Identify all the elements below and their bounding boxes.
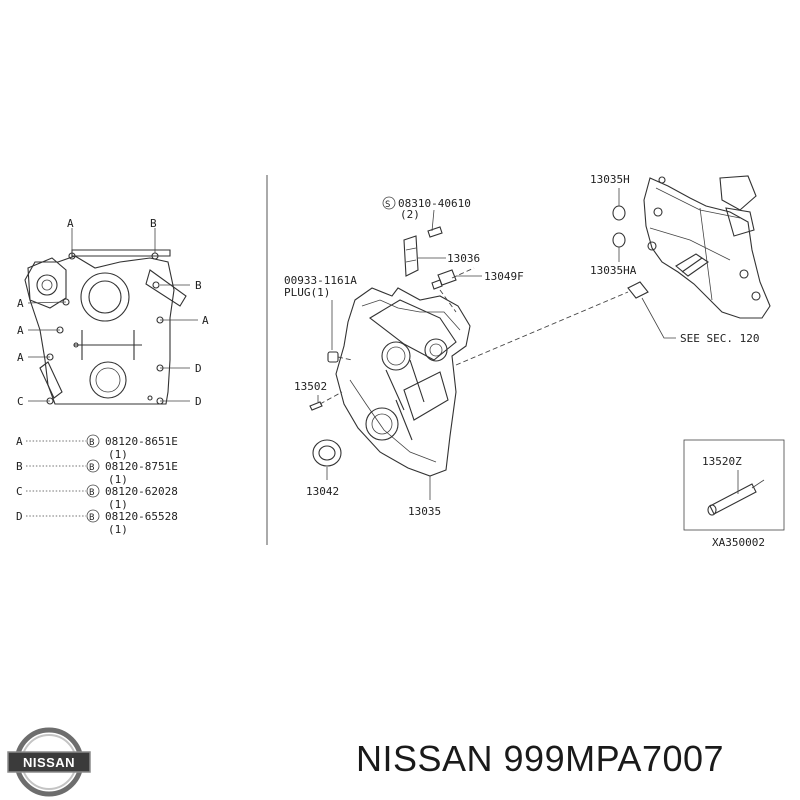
plug-quantity-label: PLUG(1) [284, 286, 330, 299]
legend-qty-4: (1) [108, 523, 128, 536]
bolt-legend: A B 08120-8651E (1) B B 08120-8751E (1) … [16, 434, 178, 536]
plug-part-label: 00933-1161A [284, 274, 357, 287]
inset-13520z: 13520Z [683, 439, 785, 531]
part-13502-label: 13502 [294, 380, 327, 393]
legend-qty-2: (1) [108, 473, 128, 486]
legend-tag-3: C [16, 485, 23, 498]
bolt-tag-c-left: C [17, 395, 24, 408]
bolt-tag-d-right: D [195, 362, 202, 375]
drawing-code: XA350002 [712, 536, 765, 549]
bolt-tag-a-top: A [67, 217, 74, 230]
legend-tag-1: A [16, 435, 23, 448]
bolt-tag-a-right: A [202, 314, 209, 327]
legend-part-1: 08120-8651E [105, 435, 178, 448]
see-section-note: SEE SEC. 120 [680, 332, 759, 345]
assembly-line-to-gasket [455, 291, 629, 366]
legend-part-2: 08120-8751E [105, 460, 178, 473]
part-13049f-label: 13049F [484, 270, 524, 283]
nissan-logo-icon: NISSAN [7, 727, 91, 797]
part-13035ha-label: 13035HA [590, 264, 637, 277]
part-13035h-label: 13035H [590, 173, 630, 186]
logo-wordmark: NISSAN [23, 755, 75, 770]
legend-part-3: 08120-62028 [105, 485, 178, 498]
bolt-marker-s: S [385, 200, 390, 210]
center-callouts: S 08310-40610 (2) 13036 13049F 00933-116… [284, 196, 524, 518]
legend-tag-4: D [16, 510, 23, 523]
right-callouts: 13035H 13035HA SEE SEC. 120 [590, 173, 759, 345]
legend-part-4: 08120-65528 [105, 510, 178, 523]
cover-bolt-location-view: A B B A D D A A A C [17, 217, 209, 408]
bolt-tag-b-right: B [195, 279, 202, 292]
legend-marker-1: B [89, 438, 94, 448]
bolt-tag-d-bottom: D [195, 395, 202, 408]
part-13035-label: 13035 [408, 505, 441, 518]
bolt-part-number: 08310-40610 [398, 197, 471, 210]
front-cover-exploded-view [309, 209, 482, 500]
part-13036-label: 13036 [447, 252, 480, 265]
gasket-detail-view [612, 175, 771, 339]
part-title: NISSAN 999MPA7007 [356, 738, 725, 779]
legend-qty-3: (1) [108, 498, 128, 511]
legend-marker-4: B [89, 513, 94, 523]
legend-qty-1: (1) [108, 448, 128, 461]
bolt-tag-b-top: B [150, 217, 157, 230]
part-13520z-label: 13520Z [702, 455, 742, 468]
legend-tag-2: B [16, 460, 23, 473]
bolt-tag-a-left-3: A [17, 351, 24, 364]
bolt-tag-a-left-1: A [17, 297, 24, 310]
part-13042-label: 13042 [306, 485, 339, 498]
legend-marker-2: B [89, 463, 94, 473]
bolt-tag-a-left-2: A [17, 324, 24, 337]
legend-marker-3: B [89, 488, 94, 498]
bolt-quantity: (2) [400, 208, 420, 221]
